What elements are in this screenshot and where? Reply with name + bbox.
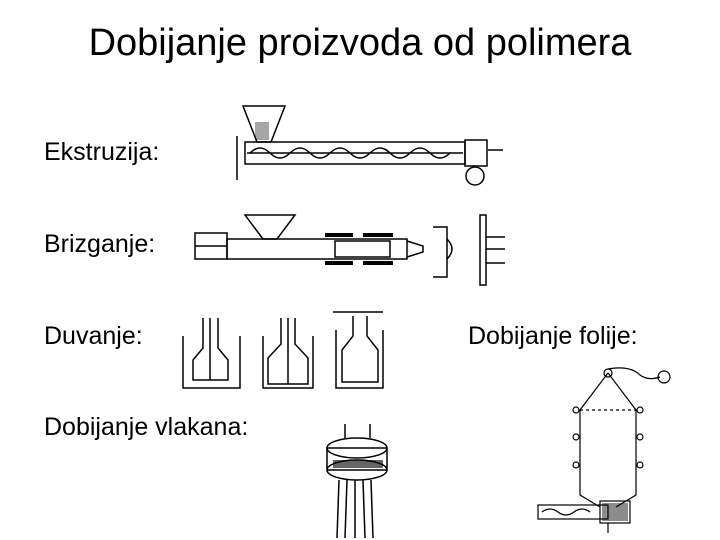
injection-moulding-diagram: [194, 214, 505, 286]
fiber-spinning-diagram: [326, 424, 388, 539]
injection-label: Brizganje:: [44, 230, 156, 258]
film-blowing-diagram: [537, 367, 671, 533]
blow-moulding-diagram: [182, 311, 384, 389]
extrusion-label: Ekstruzija:: [44, 138, 160, 166]
film-label: Dobijanje folije:: [468, 322, 638, 350]
extruder-diagram: [236, 105, 503, 186]
fiber-label: Dobijanje vlakana:: [44, 413, 249, 441]
slide-title: Dobijanje proizvoda od polimera: [88, 22, 632, 64]
blowing-label: Duvanje:: [44, 322, 143, 350]
